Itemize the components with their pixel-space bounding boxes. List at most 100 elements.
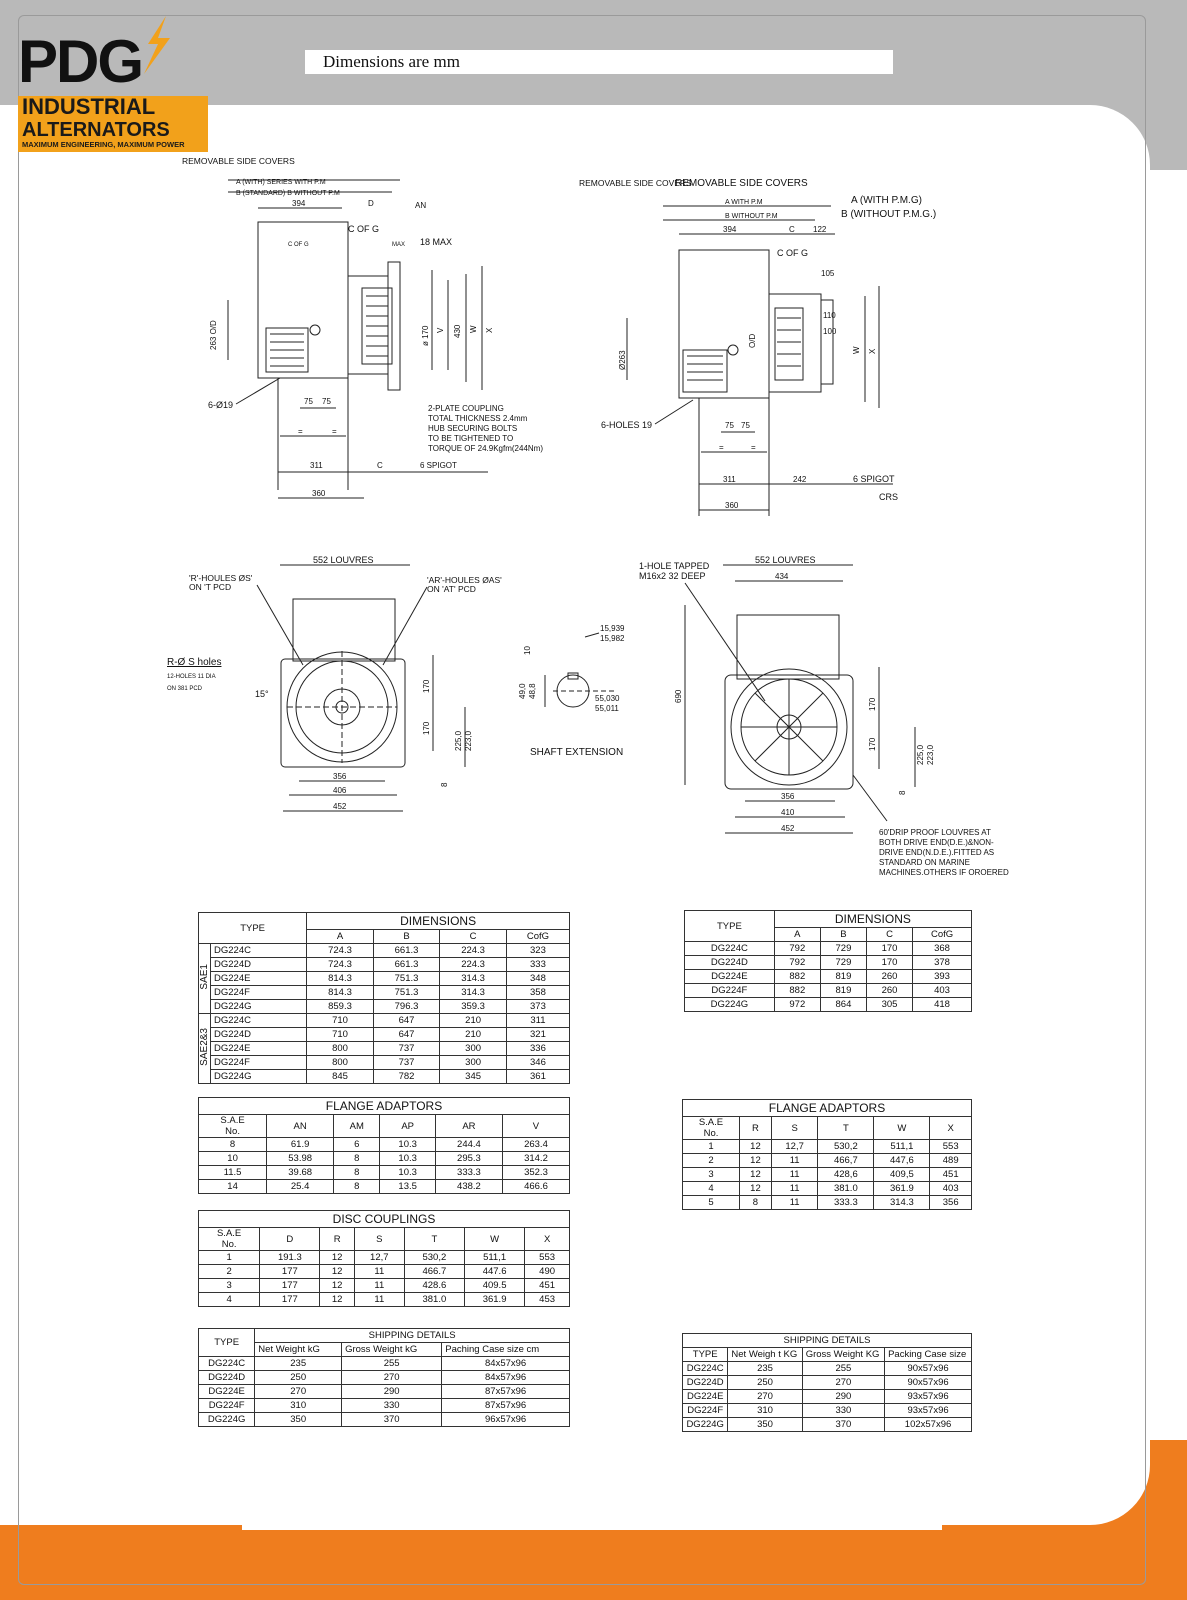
table-cell: 647 (372, 1027, 441, 1042)
coupling-note-3: HUB SECURING BOLTS (428, 424, 517, 433)
table-cell: 403 (929, 1181, 972, 1196)
dim-100: 100 (823, 327, 837, 336)
table-cell: 90x57x96 (884, 1361, 972, 1376)
table-cell: 305 (865, 997, 914, 1012)
ship-right-col-case: Packing Case size (884, 1347, 972, 1362)
table-cell: 314.2 (501, 1151, 571, 1166)
logo-tagline: MAXIMUM ENGINEERING, MAXIMUM POWER (22, 140, 185, 149)
coupling-note-5: TORQUE OF 24.9Kgfm(244Nm) (428, 444, 543, 453)
logo-line-alternators: ALTERNATORS (22, 119, 170, 141)
table-cell: 859.3 (306, 999, 374, 1014)
label-on-at-pcd: ON 'AT' PCD (427, 584, 476, 594)
table-cell: 8 (197, 1137, 268, 1152)
table-cell: 10.3 (379, 1151, 436, 1166)
dim-55030: 55,030 (595, 694, 620, 703)
table-cell: 361 (505, 1069, 571, 1084)
table-cell: 14 (197, 1179, 268, 1194)
label-ar-holes: 'AR'-HOULES ØAS' (427, 575, 502, 585)
dim-223: 223,0 (464, 730, 473, 751)
flange-right-no: No. (703, 1128, 719, 1139)
table-cell: 11 (353, 1278, 405, 1293)
table-cell: 3 (682, 1167, 740, 1182)
table-cell: 87x57x96 (441, 1384, 570, 1399)
dim-48-8: 48,8 (528, 683, 537, 699)
table-cell: DG224C (681, 1361, 729, 1376)
table-cell: 11 (770, 1167, 819, 1182)
shipping-details-table-right: SHIPPING DETAILS TYPE Net Weigh t KG Gro… (681, 1333, 972, 1432)
table-cell: 170 (865, 941, 914, 956)
table-cell: 661.3 (372, 943, 441, 958)
table-cell: 11 (353, 1264, 405, 1279)
table-cell: DG224D (209, 1027, 308, 1042)
table-cell: 235 (254, 1356, 343, 1371)
flange-right-col-w: W (873, 1116, 931, 1140)
table-cell: 359.3 (439, 999, 507, 1014)
table-cell: 729 (819, 941, 867, 956)
table-cell: DG224D (197, 1370, 256, 1385)
label-a-with-pm: A (WITH) SERIES WITH P.M (236, 179, 326, 186)
flange-left-sae: S.A.E (220, 1115, 245, 1126)
dim-311: 311 (723, 475, 736, 484)
dims-left-type-header: TYPE (197, 912, 308, 944)
dim-225: 225,0 (916, 744, 925, 765)
dims-right-col-cofg: CofG (912, 927, 972, 942)
table-cell: 782 (372, 1069, 441, 1084)
dim-170-b: 170 (868, 737, 877, 751)
table-cell: 210 (439, 1013, 507, 1028)
table-cell: DG224G (197, 1412, 256, 1427)
table-cell: 90x57x96 (884, 1375, 972, 1390)
table-cell: 2 (197, 1264, 261, 1279)
dim-552-louvres: 552 LOUVRES (755, 555, 816, 565)
dim-406: 406 (333, 786, 347, 795)
table-cell: 350 (727, 1417, 803, 1432)
flange-left-col-ar: AR (434, 1114, 503, 1138)
table-cell: DG224F (209, 985, 308, 1000)
flange-left-no: No. (225, 1126, 240, 1137)
dim-170-a: 170 (422, 679, 431, 693)
table-cell: 12 (319, 1250, 355, 1265)
table-cell: 378 (912, 955, 972, 970)
label-1-hole-tapped: 1-HOLE TAPPED (639, 561, 710, 571)
logo-line-industrial: INDUSTRIAL (22, 94, 156, 119)
drawing-side-view-sae: REMOVABLE SIDE COVERS A (WITH) SERIES WI… (182, 156, 543, 499)
table-cell: 356 (929, 1195, 972, 1210)
table-cell: 530,2 (403, 1250, 465, 1265)
label-crs: CRS (879, 492, 898, 502)
flange-left-col-v: V (501, 1114, 571, 1138)
louvre-note-3: DRIVE END(N.D.E.).FITTED AS (879, 848, 994, 857)
dim-w: W (469, 325, 478, 333)
table-cell: 93x57x96 (884, 1403, 972, 1418)
table-cell: 300 (439, 1041, 507, 1056)
dim-360: 360 (725, 501, 739, 510)
label-on-381-pcd: ON 381 PCD (167, 686, 203, 692)
table-cell: 177 (259, 1264, 321, 1279)
table-cell: DG224G (684, 997, 775, 1012)
table-cell: 751.3 (372, 985, 441, 1000)
table-cell: 358 (505, 985, 571, 1000)
disc-title: DISC COUPLINGS (198, 1210, 570, 1228)
table-cell: 290 (801, 1389, 886, 1404)
table-cell: 368 (912, 941, 972, 956)
table-cell: DG224G (209, 999, 308, 1014)
table-cell: 25.4 (266, 1179, 335, 1194)
table-cell: 418 (912, 997, 972, 1012)
dim-6-spigot: 6 SPIGOT (420, 461, 457, 470)
drawing-end-view-sae: 552 LOUVRES 'R'-HOULES ØS' ON 'T PCD 'AR… (167, 555, 502, 812)
louvre-note-4: STANDARD ON MARINE (879, 858, 970, 867)
table-cell: 511,1 (873, 1139, 931, 1154)
dim-eq-1: = (298, 427, 303, 436)
table-cell: 12 (738, 1153, 772, 1168)
label-shaft-extension: SHAFT EXTENSION (530, 747, 623, 758)
dim-360: 360 (312, 489, 326, 498)
dim-170-b: 170 (422, 721, 431, 735)
